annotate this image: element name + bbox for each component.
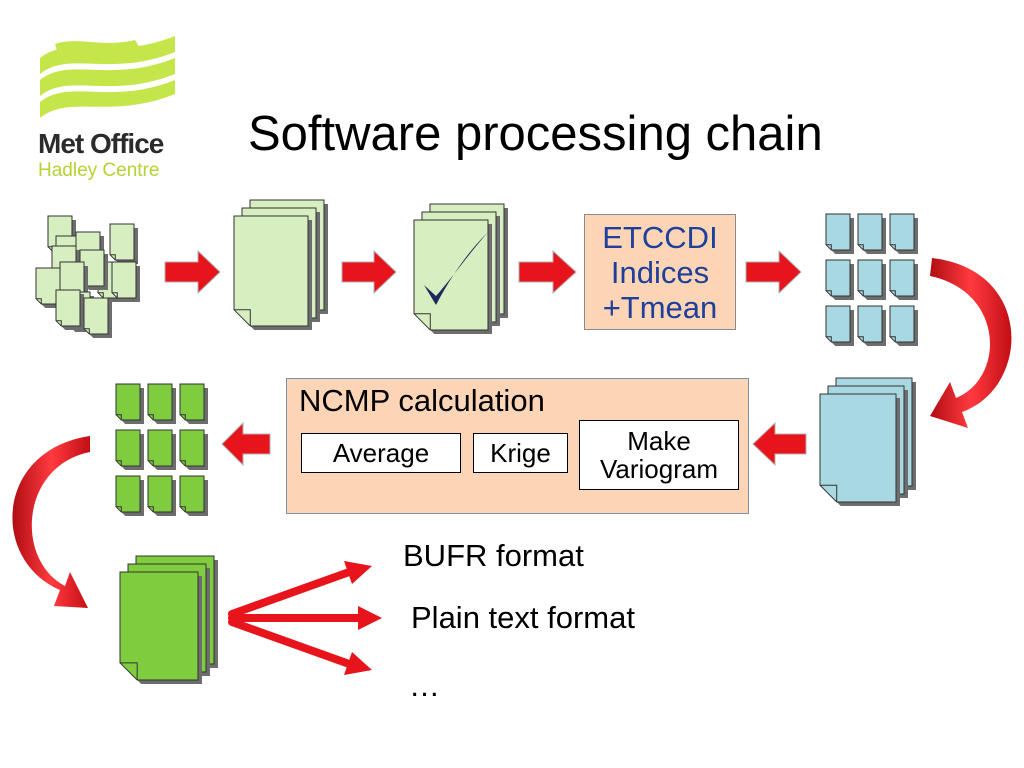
document-icon: [825, 305, 851, 343]
curved-arrow-icon: [930, 258, 1012, 428]
ncmp-calculation-box: NCMP calculation Average Krige Make Vari…: [286, 378, 749, 514]
checkmark-icon: [424, 232, 488, 305]
document-icon: [819, 393, 897, 503]
output-fan-arrows: [228, 561, 382, 675]
document-icon: [115, 383, 141, 421]
document-icon: [857, 213, 883, 251]
document-icon: [115, 475, 141, 513]
document-icon: [35, 267, 61, 305]
document-icon: [147, 475, 173, 513]
gridded-index-documents: [825, 213, 918, 346]
right-arrow-icon: [341, 249, 397, 295]
document-icon: [55, 289, 81, 327]
document-icon: [83, 297, 109, 335]
average-step: Average: [301, 433, 461, 473]
output-format-bufr: BUFR format: [403, 538, 584, 573]
logo-name: Met Office: [38, 128, 164, 159]
make-variogram-step: Make Variogram: [579, 420, 739, 490]
document-icon: [825, 213, 851, 251]
ncmp-output-stack: [119, 555, 218, 684]
checked-document-stack: [413, 203, 508, 334]
etccdi-line: ETCCDI: [602, 219, 718, 255]
curved-arrow-icon: [12, 436, 90, 608]
document-icon: [889, 305, 915, 343]
raw-station-documents: [35, 215, 140, 338]
output-format-more: …: [409, 668, 440, 703]
document-icon: [115, 429, 141, 467]
document-icon: [889, 259, 915, 297]
right-arrow-icon: [518, 249, 577, 295]
variogram-line: Variogram: [599, 454, 718, 484]
document-icon: [119, 571, 199, 681]
document-icon: [179, 383, 205, 421]
document-icon: [147, 429, 173, 467]
etccdi-line: Indices: [610, 254, 710, 290]
slide-title: Software processing chain: [248, 107, 823, 161]
document-icon: [413, 219, 489, 331]
document-icon: [109, 223, 135, 261]
right-arrow-icon: [745, 249, 802, 295]
right-arrow-icon: [164, 249, 221, 295]
krige-step: Krige: [473, 433, 568, 473]
logo-waves-icon: [40, 36, 175, 118]
document-icon: [233, 215, 309, 327]
document-icon: [179, 429, 205, 467]
output-format-plain-text: Plain text format: [411, 600, 635, 635]
left-arrow-icon: [221, 421, 271, 467]
document-icon: [147, 383, 173, 421]
ncmp-title: NCMP calculation: [299, 383, 545, 418]
left-arrow-icon: [752, 421, 807, 467]
document-icon: [889, 213, 915, 251]
variogram-line: Make: [627, 426, 691, 456]
document-icon: [857, 305, 883, 343]
ncmp-result-documents: [115, 383, 208, 516]
document-icon: [111, 261, 137, 299]
document-icon: [857, 259, 883, 297]
met-office-logo: Met Office Hadley Centre: [0, 0, 200, 190]
etccdi-indices-box: ETCCDI Indices +Tmean: [584, 214, 736, 330]
document-icon: [825, 259, 851, 297]
gridded-document-stack: [819, 377, 916, 506]
logo-subname: Hadley Centre: [38, 160, 160, 181]
etccdi-line: +Tmean: [602, 289, 718, 325]
document-stack-icon: [233, 199, 328, 330]
document-icon: [179, 475, 205, 513]
